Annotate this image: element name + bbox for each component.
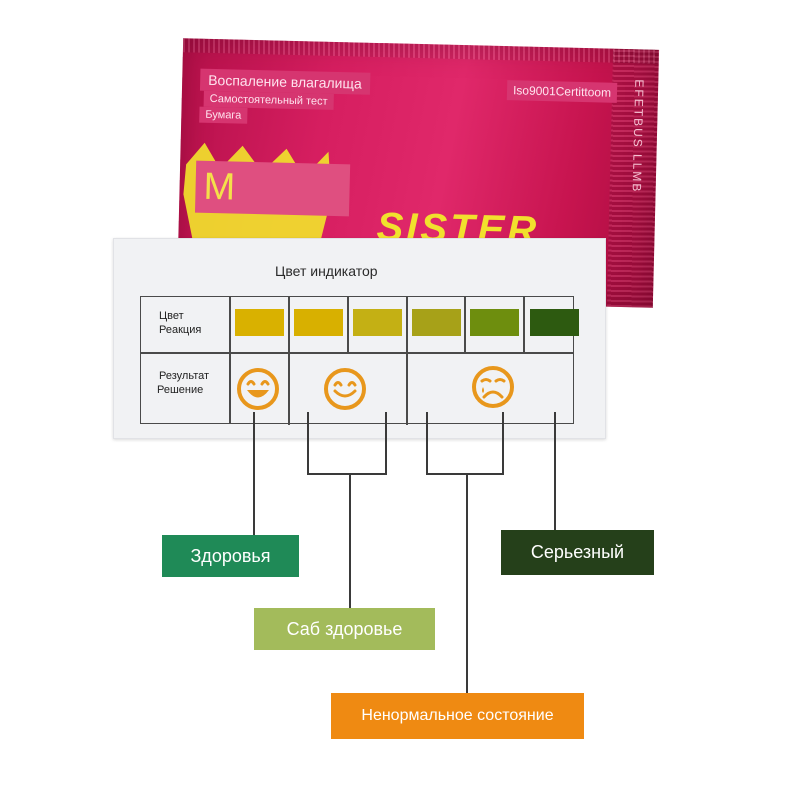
result-badge-abnormal: Ненормальное состояние	[331, 693, 584, 739]
indicator-table: Цвет Реакция Результат Решение	[140, 296, 579, 425]
happy-face-icon	[237, 368, 279, 410]
table-col-divider	[229, 297, 231, 423]
color-swatch	[353, 309, 402, 336]
result-badge-sub-health: Саб здоровье	[254, 608, 435, 650]
test-packet: Воспаление влагалища Самостоятельный тес…	[176, 38, 660, 308]
table-col-divider	[288, 297, 290, 352]
color-swatch	[235, 309, 284, 336]
color-swatch	[412, 309, 461, 336]
label-line: Результат	[159, 370, 210, 382]
table-col-divider	[406, 352, 408, 425]
color-reaction-label: Цвет Реакция	[159, 309, 201, 337]
table-col-divider	[523, 297, 525, 352]
label-line: Реакция	[159, 324, 202, 336]
color-swatch	[294, 309, 343, 336]
result-decision-label: Результат Решение	[157, 369, 209, 397]
result-badge-health: Здоровья	[162, 535, 299, 577]
table-col-divider	[464, 297, 466, 352]
card-title: Цвет индикатор	[275, 263, 378, 279]
indicator-card: Цвет индикатор Цвет Реакция Результат Ре…	[113, 238, 606, 439]
table-col-divider	[347, 297, 349, 352]
result-badge-serious: Серьезный	[501, 530, 654, 575]
sad-face-icon	[472, 366, 514, 408]
label-line: Решение	[157, 384, 204, 396]
happy-face-icon	[324, 368, 366, 410]
label-line: Цвет	[159, 310, 184, 322]
table-row-divider	[141, 352, 573, 354]
table-col-divider	[406, 297, 408, 352]
color-swatch	[470, 309, 519, 336]
color-swatch	[530, 309, 579, 336]
table-col-divider	[288, 352, 290, 425]
